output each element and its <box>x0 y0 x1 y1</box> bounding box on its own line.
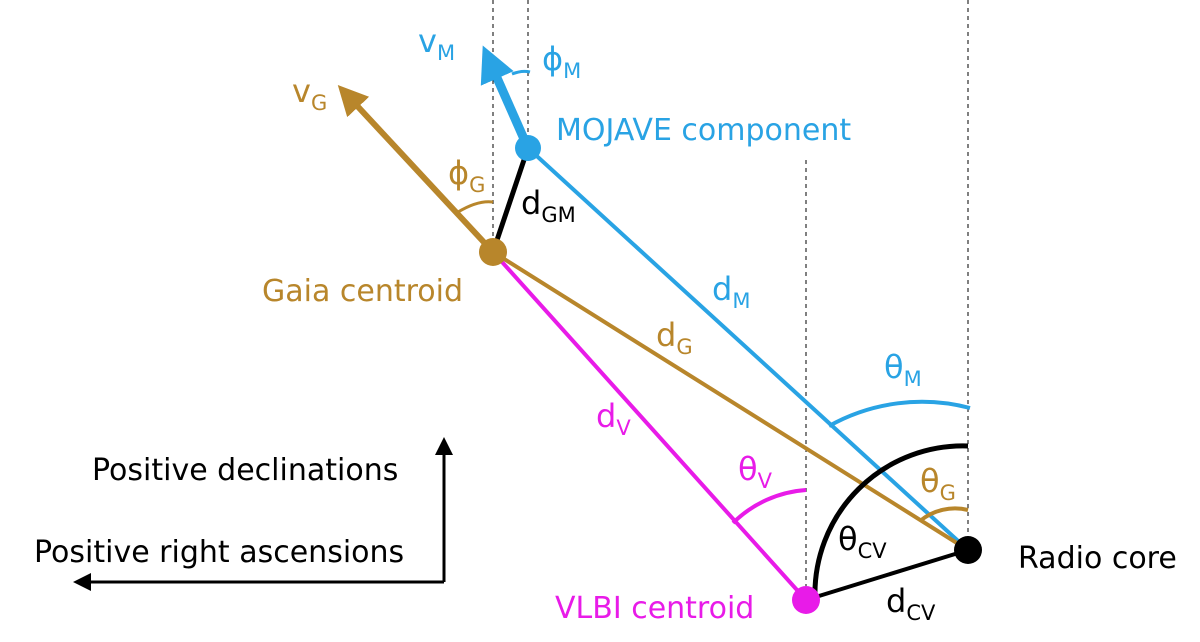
line-d-v <box>491 250 808 602</box>
vector-v-g <box>337 85 496 255</box>
radio-core-label: Radio core <box>1018 541 1177 576</box>
label-v-m: vM <box>418 22 455 65</box>
line-d-gm <box>490 147 531 253</box>
mojave-component-label: MOJAVE component <box>556 113 851 148</box>
label-theta-m: θM <box>884 348 922 391</box>
vector-v-m <box>480 45 533 150</box>
arc-theta-cv <box>812 443 969 599</box>
mojave-component-point <box>515 135 541 161</box>
arc-theta-g <box>918 506 969 523</box>
arc-phi-m <box>511 69 531 76</box>
line-d-m <box>526 146 970 552</box>
radio-core-point <box>954 536 982 564</box>
reference-lines <box>492 0 969 600</box>
label-d-cv: dCV <box>886 582 936 625</box>
label-v-g: vG <box>292 72 327 115</box>
arc-phi-g <box>457 200 494 214</box>
arc-theta-m <box>828 399 971 428</box>
gaia-centroid-point <box>479 238 507 266</box>
right-ascension-label: Positive right ascensions <box>34 535 404 570</box>
vlbi-centroid-label: VLBI centroid <box>555 591 754 626</box>
vlbi-centroid-point <box>792 586 820 614</box>
declination-label: Positive declinations <box>92 453 398 488</box>
label-theta-g: θG <box>920 462 956 505</box>
gaia-centroid-label: Gaia centroid <box>262 274 463 309</box>
arc-theta-v <box>731 488 807 525</box>
label-d-g: dG <box>656 316 693 359</box>
label-theta-cv: θCV <box>838 520 887 563</box>
label-d-m: dM <box>712 270 750 313</box>
line-d-cv <box>805 548 969 602</box>
label-phi-m: ϕM <box>542 40 581 83</box>
label-phi-g: ϕG <box>448 154 485 197</box>
label-d-v: dV <box>596 397 631 440</box>
line-d-g <box>491 250 970 552</box>
label-theta-v: θV <box>738 450 773 493</box>
label-d-gm: dGM <box>521 184 576 227</box>
